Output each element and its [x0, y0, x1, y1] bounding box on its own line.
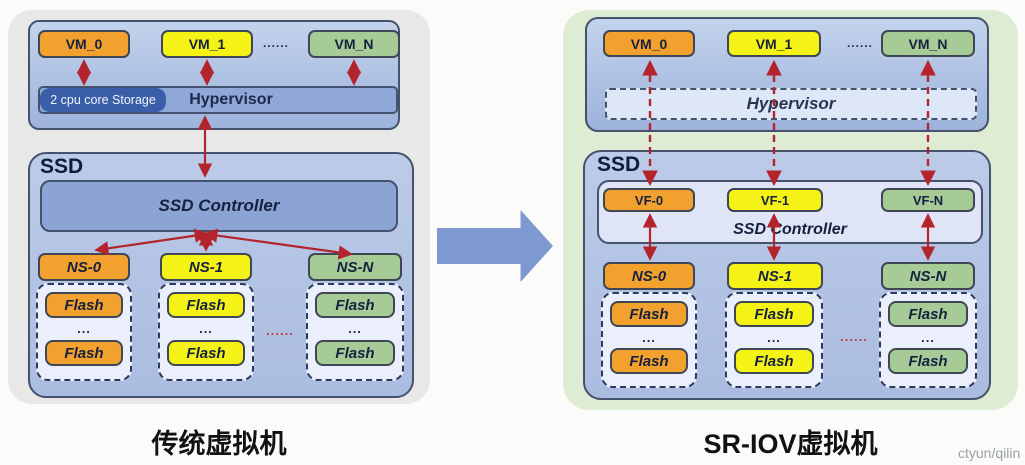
- flash-ellipsis: ...: [921, 329, 935, 345]
- right-vm-ellipsis: ......: [846, 36, 873, 50]
- right-vm1-label: VM_1: [755, 35, 793, 52]
- right-hypervisor-label: Hypervisor: [746, 94, 836, 113]
- flash-box: Flash: [315, 292, 395, 318]
- right-vmN-label: VM_N: [908, 35, 948, 52]
- vf1-label: VF-1: [760, 192, 790, 208]
- left-flash-group-1: Flash ... Flash: [158, 283, 254, 381]
- flash-ellipsis: ...: [642, 329, 656, 345]
- vf0-label: VF-0: [634, 192, 664, 208]
- flash-box: Flash: [610, 301, 688, 327]
- flash-box: Flash: [45, 340, 123, 366]
- left-vm0-label: VM_0: [65, 36, 103, 52]
- right-nsN-label: NS-N: [909, 267, 947, 285]
- left-caption: 传统虚拟机: [151, 428, 287, 459]
- right-ns1-box: NS-1: [727, 262, 823, 290]
- right-group-ellipsis: ......: [840, 328, 868, 344]
- right-nsN-box: NS-N: [881, 262, 975, 290]
- right-vm0-label: VM_0: [630, 35, 668, 52]
- left-vm1-box: VM_1: [161, 30, 253, 58]
- left-vm0-box: VM_0: [38, 30, 130, 58]
- right-ns1-label: NS-1: [757, 267, 793, 285]
- flash-box: Flash: [315, 340, 395, 366]
- flash-ellipsis: ...: [767, 329, 781, 345]
- vf1-box: VF-1: [727, 188, 823, 212]
- right-flash-group-n: Flash ... Flash: [879, 292, 977, 388]
- flash-box: Flash: [888, 301, 968, 327]
- flash-box: Flash: [734, 348, 814, 374]
- flash-box: Flash: [45, 292, 123, 318]
- left-nsN-label: NS-N: [336, 258, 374, 276]
- vfN-label: VF-N: [912, 192, 944, 208]
- right-vmN-box: VM_N: [881, 30, 975, 57]
- right-flash-group-0: Flash ... Flash: [601, 292, 697, 388]
- cpu-core-storage-label: 2 cpu core Storage: [50, 93, 156, 107]
- right-ns0-box: NS-0: [603, 262, 695, 290]
- left-ns0-box: NS-0: [38, 253, 130, 281]
- flash-box: Flash: [888, 348, 968, 374]
- right-ssd-controller-label: SSD Controller: [733, 221, 847, 238]
- right-block-arrow-icon: [437, 210, 553, 282]
- left-ns1-label: NS-1: [188, 258, 224, 276]
- left-flash-group-0: Flash ... Flash: [36, 283, 132, 381]
- left-ssd-controller-label: SSD Controller: [158, 196, 280, 215]
- right-caption: SR-IOV虚拟机: [703, 428, 878, 459]
- flash-box: Flash: [167, 340, 245, 366]
- watermark: ctyun/qilin: [958, 445, 1021, 461]
- left-ns0-label: NS-0: [66, 258, 102, 276]
- left-vm1-label: VM_1: [188, 36, 226, 52]
- flash-box: Flash: [734, 301, 814, 327]
- right-flash-group-1: Flash ... Flash: [725, 292, 823, 388]
- flash-ellipsis: ...: [348, 320, 362, 336]
- right-ns0-label: NS-0: [631, 267, 667, 285]
- flash-box: Flash: [610, 348, 688, 374]
- flash-ellipsis: ...: [77, 320, 91, 336]
- left-ssd-controller: SSD Controller: [40, 180, 398, 232]
- left-group-ellipsis: ......: [266, 322, 294, 338]
- left-vmN-box: VM_N: [308, 30, 400, 58]
- right-vm1-box: VM_1: [727, 30, 821, 57]
- left-flash-group-n: Flash ... Flash: [306, 283, 404, 381]
- flash-box: Flash: [167, 292, 245, 318]
- right-ssd-label: SSD: [597, 153, 641, 176]
- vf0-box: VF-0: [603, 188, 695, 212]
- right-vm0-box: VM_0: [603, 30, 695, 57]
- left-ssd-label: SSD: [40, 155, 84, 178]
- left-nsN-box: NS-N: [308, 253, 402, 281]
- right-hypervisor-box: Hypervisor: [605, 88, 977, 120]
- left-vm-ellipsis: ......: [262, 36, 289, 50]
- left-hypervisor-label: Hypervisor: [189, 91, 273, 108]
- left-ns1-box: NS-1: [160, 253, 252, 281]
- flash-ellipsis: ...: [199, 320, 213, 336]
- left-vmN-label: VM_N: [334, 36, 374, 52]
- vfN-box: VF-N: [881, 188, 975, 212]
- cpu-core-storage-chip: 2 cpu core Storage: [40, 88, 166, 112]
